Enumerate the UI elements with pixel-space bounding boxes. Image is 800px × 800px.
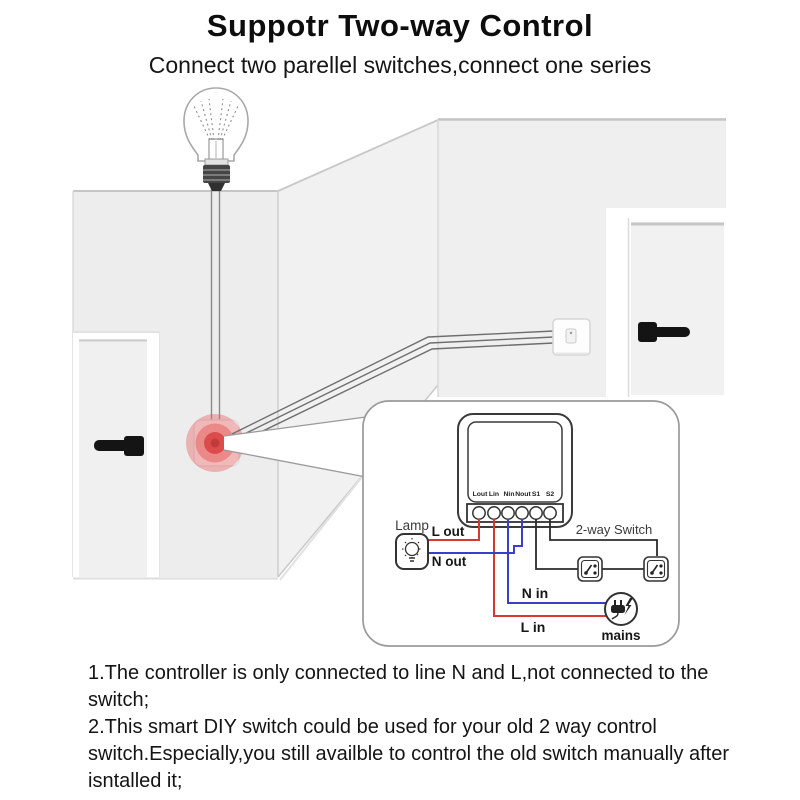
wire-n-in: [507, 519, 607, 604]
ceiling-wire: [210, 186, 221, 438]
wall-switch-plate: [552, 318, 591, 356]
door-left: [73, 331, 160, 577]
page-title: Suppotr Two-way Control: [206, 8, 594, 43]
terminal-label-s1: S1: [532, 491, 541, 498]
light-bulb-icon: [183, 87, 249, 191]
terminal-label-lin: Lin: [489, 491, 499, 498]
door-right: [606, 208, 726, 397]
wire-s2: [549, 519, 658, 556]
switch-location-target: [186, 414, 244, 472]
two-way-switch-label: 2-way Switch: [576, 522, 653, 537]
door-left-handle-icon: [94, 436, 144, 456]
instruction-notes: 1.The controller is only connected to li…: [88, 660, 736, 795]
n-out-label: N out: [432, 554, 467, 569]
n-in-label: N in: [522, 585, 548, 601]
two-way-switch-box-2: [643, 556, 669, 582]
lamp-icon: [395, 533, 429, 570]
callout-pointer: [223, 416, 367, 478]
note-2: 2.This smart DIY switch could be used fo…: [88, 716, 730, 792]
mains-label: mains: [601, 628, 640, 643]
wire-l-out: [428, 519, 480, 541]
mains-icon: [604, 592, 638, 626]
door-right-handle-icon: [638, 322, 690, 342]
smart-switch-device: Lout Lin Nin Nout S1 S2: [457, 413, 573, 528]
wall-wires: [231, 330, 555, 447]
page-subtitle: Connect two parellel switches,connect on…: [148, 52, 652, 78]
wire-n-out: [428, 519, 523, 554]
terminal-label-lout: Lout: [473, 491, 488, 498]
wire-l-in: [493, 519, 607, 617]
terminal-strip: [466, 503, 564, 523]
two-way-switch-box-1: [577, 556, 603, 582]
terminal-label-nin: Nin: [504, 491, 515, 498]
wiring-diagram-illustration: Lout Lin Nin Nout S1 S2 Lamp: [72, 87, 726, 647]
terminal-label-nout: Nout: [515, 491, 531, 498]
wire-s1: [535, 519, 578, 570]
l-in-label: L in: [521, 619, 546, 635]
terminal-label-s2: S2: [546, 491, 555, 498]
l-out-label: L out: [432, 524, 465, 539]
lamp-label: Lamp: [395, 518, 429, 533]
note-1: 1.The controller is only connected to li…: [88, 662, 709, 711]
